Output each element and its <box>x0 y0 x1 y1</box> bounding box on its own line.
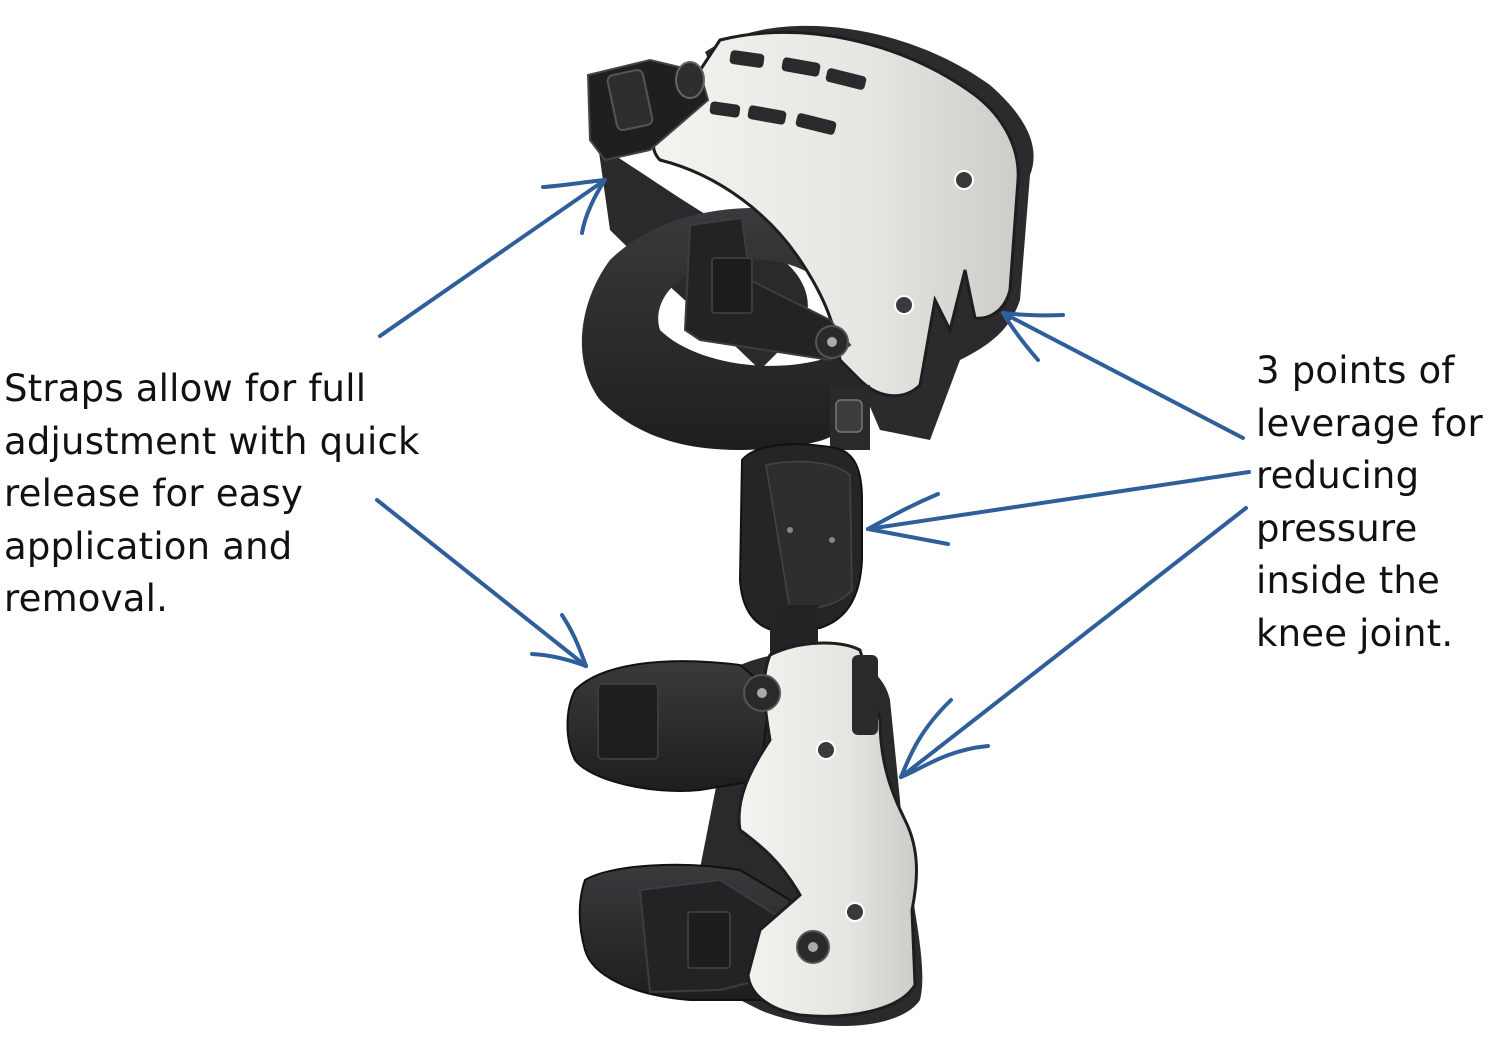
callout-line: reducing <box>1256 454 1420 497</box>
thigh-cuff <box>581 25 1034 450</box>
arrow-icon-thigh-shell <box>1001 311 1245 440</box>
arrow-icon-upper-strap <box>378 178 607 338</box>
callout-arrows <box>375 178 1251 779</box>
callout-line: application and <box>4 524 293 568</box>
rivet <box>954 170 974 190</box>
callout-line: adjustment with quick <box>4 419 420 463</box>
callout-line: inside the <box>1256 559 1441 602</box>
callout-line: pressure <box>1256 506 1418 550</box>
callout-leverage: 3 points of leverage for reducing pressu… <box>1256 345 1483 660</box>
knee-hinge <box>738 385 870 680</box>
callout-line: 3 points of <box>1256 349 1455 392</box>
middle-buckle <box>683 216 852 362</box>
rivet <box>894 295 914 315</box>
callout-line: leverage for <box>1256 401 1483 445</box>
callout-line: Straps allow for full <box>4 367 367 410</box>
rivet <box>816 740 836 760</box>
shin-cuff <box>566 641 923 1027</box>
arrow-icon-hinge-pad <box>866 470 1251 546</box>
arrow-icon-lower-strap <box>375 498 588 668</box>
side-pad <box>852 655 878 735</box>
lower-buckle-2 <box>687 911 731 969</box>
rivet <box>845 902 865 922</box>
callout-straps: Straps allow for full adjustment with qu… <box>4 363 420 626</box>
lower-buckle-1 <box>597 683 659 760</box>
upper-buckle <box>586 58 710 162</box>
arrow-icon-shin-shell <box>899 506 1248 779</box>
callout-line: removal. <box>4 577 169 620</box>
callout-line: knee joint. <box>1256 611 1454 655</box>
callout-line: release for easy <box>4 472 304 515</box>
vent-slots <box>709 50 867 135</box>
